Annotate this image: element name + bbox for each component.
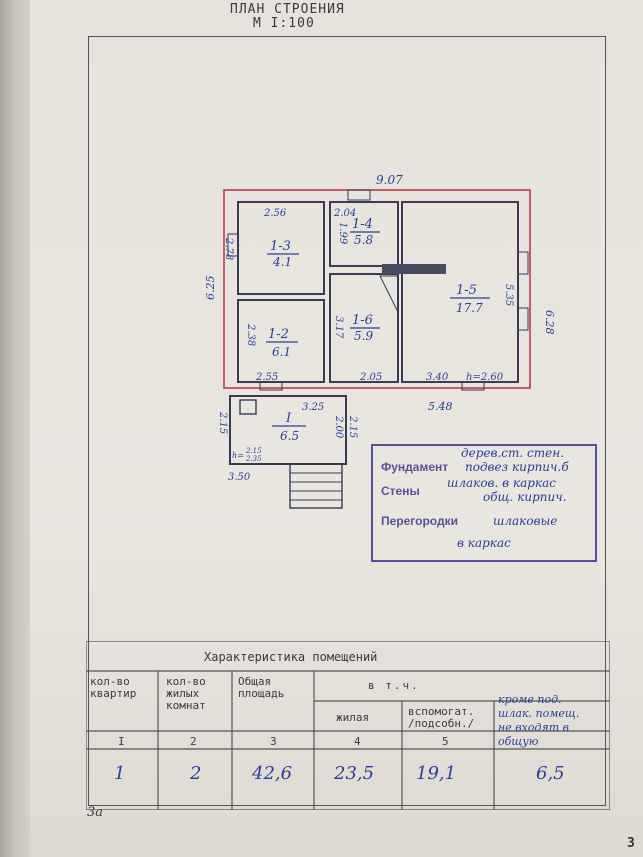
porch-stove-icon	[239, 399, 257, 415]
col-header-living: жилая	[336, 711, 370, 724]
value-excluded-area: 6,5	[536, 763, 565, 784]
room-area-1-4: 5.8	[354, 233, 373, 247]
floor-plan: 1-3 4.1 1-4 5.8 1-5 17.7 1-2 6.1 1-6 5.9…	[204, 173, 556, 509]
document-page	[30, 0, 643, 857]
walls-value-2: общ. кирпич.	[483, 490, 567, 504]
room-area-1-2: 6.1	[272, 345, 291, 359]
value-living-rooms: 2	[190, 763, 202, 784]
col-header-note-4: общую	[498, 735, 539, 748]
window-icon	[227, 233, 239, 257]
room-id-1-5: 1-5	[456, 283, 477, 298]
chimney-icon	[379, 275, 399, 313]
foundation-label: Фундамент	[381, 460, 449, 474]
dim-r15-w: 3.40	[426, 372, 449, 383]
col-header-auxiliary-1: вспомогат.	[408, 705, 475, 718]
dim-left: 6.25	[204, 276, 217, 301]
room-I-walls	[229, 395, 347, 465]
walls-label: Стены	[381, 484, 420, 498]
col-header-rooms-1: кол-во	[166, 675, 206, 688]
col-header-auxiliary-2: /подсобн./	[408, 717, 475, 730]
rooms-characteristics-table: Характеристика помещений кол-во квартир …	[86, 641, 610, 810]
page-number: 3	[627, 836, 635, 851]
dim-r13-h: 2.78	[223, 237, 234, 260]
partitions-label: Перегородки	[381, 514, 458, 528]
dim-bottom: 5.48	[428, 400, 453, 413]
col-number-4: 4	[354, 735, 361, 748]
room-1-6-walls	[329, 273, 399, 383]
col-header-note-3: не входят в	[498, 721, 570, 734]
walls-value-1: шлаков. в каркас	[447, 476, 557, 490]
dim-right: 6.28	[543, 310, 556, 335]
window-icon	[461, 381, 485, 391]
col-number-1: I	[118, 735, 125, 748]
dim-r14-h: 1.99	[337, 222, 348, 245]
col-header-including: в т.ч.	[368, 679, 420, 692]
col-header-apartments-2: квартир	[90, 687, 137, 700]
col-header-total-2: площадь	[238, 687, 285, 700]
page-note: 3a	[87, 805, 104, 820]
col-header-rooms-2: жилых	[166, 687, 200, 700]
dim-r14-w: 2.04	[333, 208, 356, 219]
col-header-total-1: Общая	[238, 675, 272, 688]
table-title: Характеристика помещений	[204, 650, 378, 664]
window-icon	[347, 189, 371, 201]
dim-r15-h: 5.35	[503, 284, 514, 306]
room-id-1-6: 1-6	[352, 313, 373, 328]
table-grid	[86, 641, 610, 810]
scale-label: М I:100	[253, 16, 315, 31]
window-icon	[517, 251, 529, 275]
foundation-value-2: подвез кирпич.б	[465, 460, 569, 474]
foundation-value-1: дерев.ст. стен.	[461, 446, 564, 460]
dim-rI-w: 3.25	[302, 402, 324, 413]
partitions-value-1: шлаковые	[493, 514, 558, 528]
window-icon	[517, 307, 529, 331]
room-id-1-2: 1-2	[268, 327, 289, 342]
dim-rI-h3: 2.15	[347, 415, 358, 438]
dim-r13-w: 2.56	[263, 208, 287, 219]
col-header-note-2: шлак. помещ.	[498, 707, 580, 720]
dim-r12-w: 2.55	[255, 372, 278, 383]
room-id-1-3: 1-3	[270, 239, 291, 254]
plan-outline	[223, 189, 531, 389]
materials-stamp: Фундамент дерев.ст. стен. подвез кирпич.…	[371, 444, 597, 562]
stove-icon	[382, 264, 446, 274]
dim-r12-h: 2.38	[245, 323, 256, 346]
entrance-steps	[289, 463, 343, 509]
room-id-1-4: 1-4	[352, 217, 373, 232]
room-id-I: I	[285, 411, 292, 426]
room-area-1-5: 17.7	[456, 301, 483, 315]
dim-rI-h2: 2.00	[333, 415, 344, 439]
dim-rI-note-h: h=	[232, 451, 244, 460]
room-area-1-3: 4.1	[272, 255, 292, 269]
room-area-I: 6.5	[280, 429, 299, 443]
dim-rI-note-b: 2.35	[245, 455, 262, 463]
dim-rI-note-a: 2.15	[245, 447, 262, 455]
value-auxiliary-area: 19,1	[416, 763, 457, 784]
col-header-note-1: кроме под.	[498, 693, 562, 706]
dim-rI-h: 2.15	[217, 411, 228, 434]
dim-top: 9.07	[376, 173, 403, 187]
dim-r15-h2: h=2.60	[466, 372, 504, 383]
page-title: ПЛАН СТРОЕНИЯ	[230, 2, 345, 17]
room-1-5-walls	[401, 201, 519, 383]
col-number-5: 5	[442, 735, 449, 748]
value-apartments: 1	[114, 763, 126, 784]
drawing-frame	[88, 36, 606, 806]
window-icon	[259, 381, 283, 391]
dim-r16-h: 3.17	[333, 316, 344, 339]
room-area-1-6: 5.9	[354, 329, 373, 343]
partitions-value-2: в каркас	[457, 536, 511, 550]
col-header-apartments-1: кол-во	[90, 675, 130, 688]
dim-rI-bottom: 3.50	[228, 472, 251, 483]
value-total-area: 42,6	[252, 763, 293, 784]
room-1-4-walls	[329, 201, 399, 267]
col-number-2: 2	[190, 735, 197, 748]
col-number-3: 3	[270, 735, 277, 748]
col-header-rooms-3: комнат	[166, 699, 206, 712]
value-living-area: 23,5	[334, 763, 375, 784]
dim-r16-w: 2.05	[359, 372, 382, 383]
